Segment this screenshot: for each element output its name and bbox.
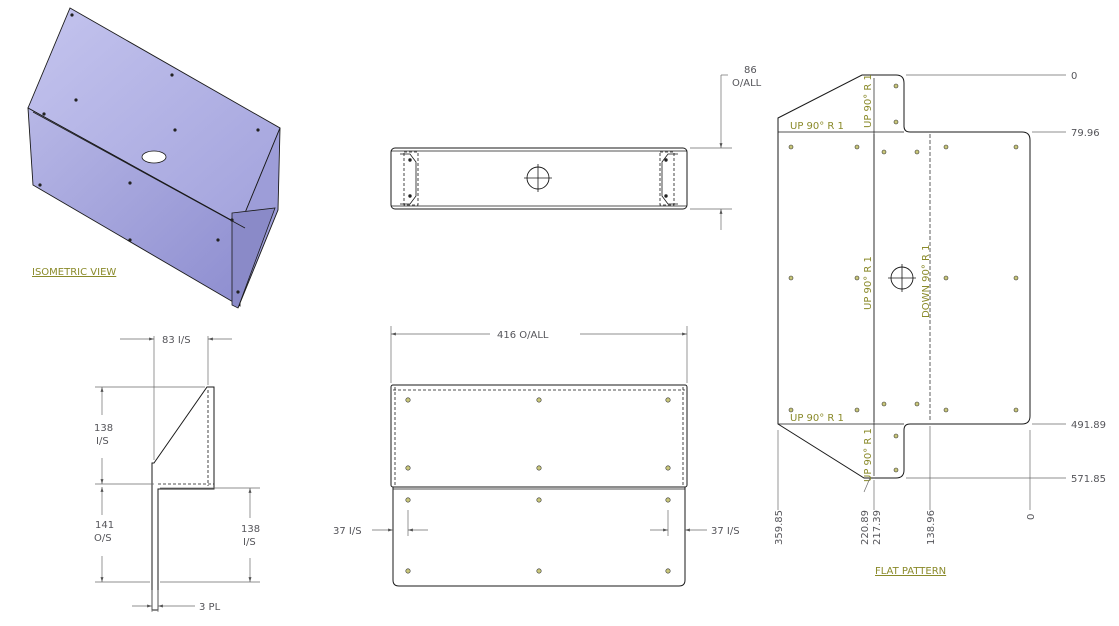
bend-label-top-tab: UP 90° R 1 [863,74,874,128]
ordinate-right-491-89: 491.89 [1071,420,1106,431]
flat-holes [788,83,1019,473]
isometric-view-title: ISOMETRIC VIEW [32,267,116,278]
dim-138-upper-value: 138 [94,423,113,434]
ordinate-bottom-138-96: 138.96 [926,510,937,545]
bend-label-top: UP 90° R 1 [790,121,844,132]
dim-138-right-unit: I/S [243,537,256,548]
front-holes [405,397,671,574]
dim-86-value: 86 [744,65,757,76]
side-profile [151,386,215,611]
iso-holes [38,13,260,294]
ordinate-right-0: 0 [1071,71,1077,82]
dim-37-right: 37 I/S [711,526,740,537]
bend-label-middle-up: UP 90° R 1 [863,256,874,310]
dim-86-unit: O/ALL [732,78,762,89]
ordinate-bottom-220-89: 220.89 [860,510,871,545]
iso-bend-line [32,111,246,229]
dim-138-upper-unit: I/S [96,436,109,447]
iso-right-flange [231,207,276,309]
iso-center-hole [141,150,167,164]
iso-main-face [27,107,241,307]
dim-141-unit: O/S [94,533,112,544]
top-view: 86 O/ALL [390,65,762,230]
isometric-view: ISOMETRIC VIEW [27,7,281,309]
bend-label-middle-down: DOWN 90° R 1 [921,244,932,318]
bend-label-bottom-tab: UP 90° R 1 [863,428,874,482]
side-view: 83 I/S 138 I/S 141 O/S 138 I/S 3 PL [94,335,260,613]
ordinate-bottom-359-85: 359.85 [774,510,785,545]
dim-83-is: 83 I/S [162,335,191,346]
dim-141-value: 141 [95,520,114,531]
dim-138-right-value: 138 [241,524,260,535]
front-lower-flange [392,486,686,587]
dim-416-oall: 416 O/ALL [497,330,549,341]
top-holes [408,158,668,198]
front-view: 416 O/ALL 37 I/S 37 I/S [333,326,740,587]
ordinate-right-79-96: 79.96 [1071,128,1100,139]
bend-label-bottom: UP 90° R 1 [790,413,844,424]
ordinate-bottom-217-39: 217.39 [872,510,883,545]
dim-3-pl: 3 PL [199,602,221,613]
flat-pattern-title: FLAT PATTERN [875,566,946,577]
ordinate-bottom-0: 0 [1026,514,1037,520]
ordinate-right-571-85: 571.85 [1071,474,1106,485]
flat-pattern-view: UP 90° R 1 UP 90° R 1 UP 90° R 1 DOWN 90… [774,71,1106,577]
dim-37-left: 37 I/S [333,526,362,537]
